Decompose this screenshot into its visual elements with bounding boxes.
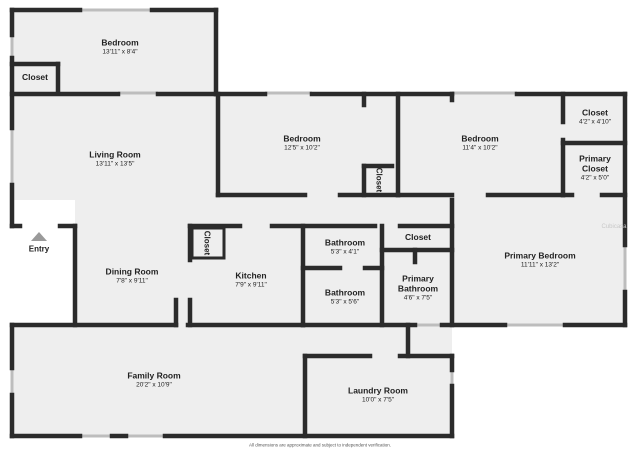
- room-name: Primary Bedroom: [504, 250, 576, 261]
- room-dimensions: 7'8" x 9'11": [116, 277, 148, 285]
- room-name: Dining Room: [105, 266, 159, 277]
- room-bathroom-lower: Bathroom 5'3" x 5'6": [324, 287, 366, 306]
- room-dimensions: 13'11" x 8'4": [102, 48, 138, 56]
- room-laundry-room: Laundry Room 10'0" x 7'5": [348, 385, 408, 404]
- room-name: Closet: [22, 72, 48, 83]
- room-dimensions: 20'2" x 10'9": [136, 381, 172, 389]
- footer-note: All dimensions are approximate and subje…: [248, 442, 392, 448]
- entry-label: Entry: [28, 244, 50, 254]
- room-bathroom-upper: Bathroom 5'3" x 4'1": [324, 237, 366, 256]
- room-kitchen: Kitchen 7'9" x 9'11": [235, 270, 267, 289]
- room-primary-closet: Primary Closet 4'2" x 5'0": [579, 153, 611, 182]
- room-closet-hall: Closet: [405, 232, 431, 243]
- room-dimensions: 12'5" x 10'2": [284, 144, 320, 152]
- room-closet-vertical: Closet: [374, 167, 384, 193]
- room-primary-bathroom: Primary Bathroom 4'6" x 7'5": [397, 273, 439, 302]
- room-dimensions: 7'9" x 9'11": [235, 281, 267, 289]
- room-name-line2: Closet: [582, 163, 608, 174]
- room-dimensions: 4'2" x 4'10": [578, 118, 612, 126]
- room-bedroom-right: Bedroom 11'4" x 10'2": [461, 133, 499, 152]
- room-name-line1: Primary: [402, 273, 434, 284]
- entry-arrow-icon: [31, 232, 47, 241]
- room-family-room: Family Room 20'2" x 10'9": [127, 370, 181, 389]
- windows: [10, 8, 627, 438]
- room-dimensions: 4'6" x 7'5": [403, 294, 433, 302]
- room-closet-top-left: Closet: [22, 72, 48, 83]
- room-name-line1: Primary: [579, 153, 611, 164]
- room-name: Bedroom: [461, 133, 499, 144]
- room-dimensions: 5'3" x 4'1": [330, 248, 360, 256]
- room-name: Living Room: [89, 149, 141, 160]
- room-name: Bedroom: [101, 37, 139, 48]
- room-closet-kitchen: Closet: [202, 230, 212, 256]
- room-dimensions: 13'11" x 13'5": [95, 160, 135, 168]
- room-closet-right: Closet 4'2" x 4'10": [578, 107, 612, 126]
- room-name: Closet: [405, 232, 431, 243]
- room-dimensions: 4'2" x 5'0": [580, 174, 610, 182]
- room-dining-room: Dining Room 7'8" x 9'11": [105, 266, 159, 285]
- room-name: Family Room: [127, 370, 181, 381]
- watermark: Cubicasa: [601, 224, 627, 230]
- room-primary-bedroom: Primary Bedroom 11'11" x 13'2": [504, 250, 576, 269]
- room-name: Bathroom: [324, 287, 366, 298]
- room-dimensions: 11'11" x 13'2": [520, 261, 560, 269]
- room-name-line2: Bathroom: [397, 283, 439, 294]
- walls: [9, 7, 628, 439]
- room-name: Laundry Room: [348, 385, 408, 396]
- room-name: Closet: [582, 107, 608, 118]
- room-living-room: Living Room 13'11" x 13'5": [89, 149, 141, 168]
- room-name: Kitchen: [235, 270, 267, 281]
- room-dimensions: 11'4" x 10'2": [462, 144, 498, 152]
- floor-area: [12, 10, 625, 436]
- room-dimensions: 5'3" x 5'6": [330, 298, 360, 306]
- room-bedroom-top: Bedroom 13'11" x 8'4": [101, 37, 139, 56]
- room-bedroom-middle: Bedroom 12'5" x 10'2": [283, 133, 321, 152]
- room-name: Bathroom: [324, 237, 366, 248]
- room-name: Bedroom: [283, 133, 321, 144]
- room-dimensions: 10'0" x 7'5": [361, 396, 395, 404]
